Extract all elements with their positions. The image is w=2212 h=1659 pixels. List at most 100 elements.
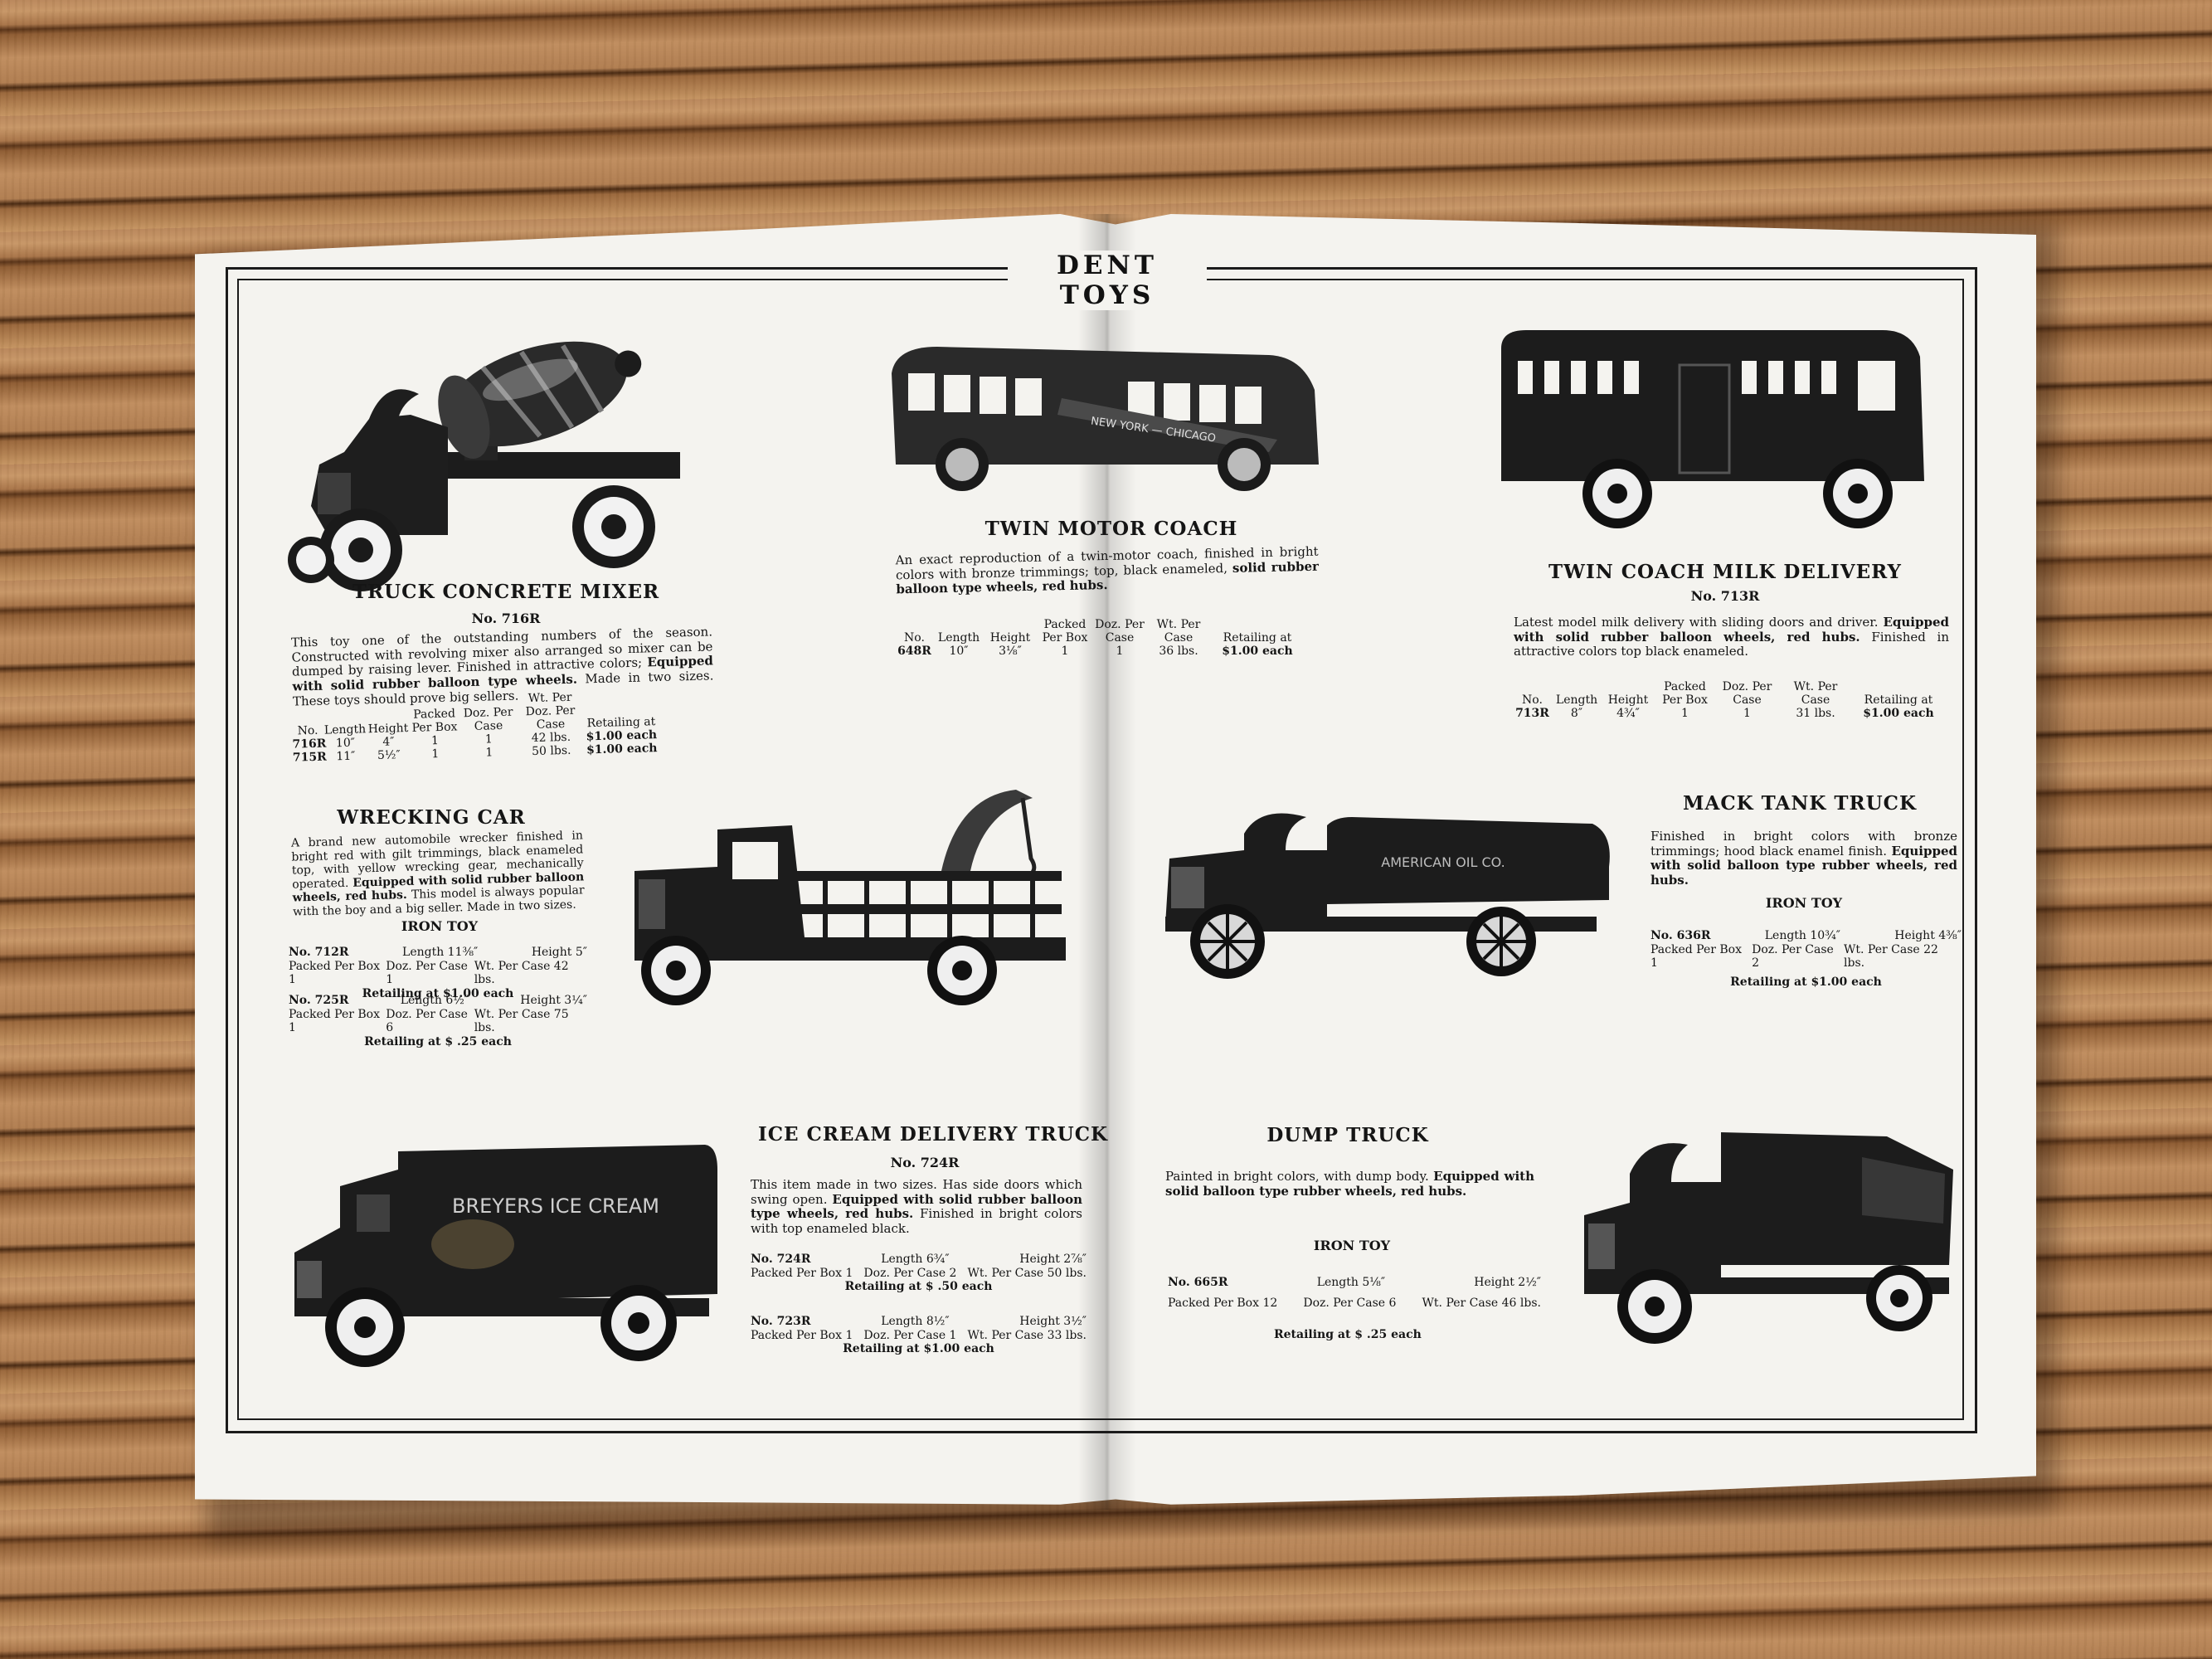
spec-height: Height 5″ (531, 946, 587, 959)
spec-retail: Retailing at $ .25 each (1274, 1328, 1422, 1342)
spec-box: Packed Per Box 1 (289, 1007, 380, 1035)
spec-header: Packed Per Box (411, 707, 458, 736)
spec-box: Packed Per Box 1 (1650, 942, 1742, 971)
spec-height: Height 2⅞″ (1019, 1253, 1087, 1266)
spec-cell: 648R (897, 645, 931, 659)
spec-cell: $1.00 each (1222, 645, 1293, 659)
ice-cream-description: This item made in two sizes. Has side do… (751, 1177, 1082, 1237)
spec-cell: $1.00 each (1863, 707, 1934, 721)
spec-header: Wt. Per Doz. Per Case (525, 690, 576, 732)
spec-cell: 1 (1116, 645, 1124, 659)
spec-cell: 4″ (382, 735, 395, 750)
spec-cell: 713R (1515, 707, 1549, 721)
milk-delivery-title: TWIN COACH MILK DELIVERY (1548, 561, 1902, 583)
catalog-header: DENT TOYS (1008, 251, 1207, 310)
spec-doz: Doz. Per Case 2 (1752, 942, 1834, 971)
concrete-mixer-spec-table: No. Length Height Packed Per Box Doz. Pe… (291, 687, 712, 765)
dump-truck-iron-toy: IRON TOY (1313, 1238, 1391, 1253)
spec-retail: Retailing at $ .50 each (844, 1280, 993, 1294)
dump-truck-description: Painted in bright colors, with dump body… (1165, 1169, 1534, 1199)
ice-cream-number: No. 724R (890, 1155, 960, 1170)
concrete-mixer-illustration (286, 328, 717, 601)
spec-header: No. (1522, 693, 1543, 708)
ice-cream-title: ICE CREAM DELIVERY TRUCK (757, 1123, 1109, 1146)
spec-doz: Doz. Per Case 6 (1303, 1296, 1397, 1310)
spec-cell: 10″ (949, 645, 969, 659)
ice-cream-spec-724r: No. 724R Length 6¾″ Height 2⅞″ Packed Pe… (751, 1253, 1087, 1294)
milk-delivery-spec-table: No. Length Height Packed Per Box Doz. Pe… (1514, 680, 1945, 720)
spec-header: Height (367, 722, 409, 737)
spec-box: Packed Per Box 1 (289, 959, 380, 987)
spec-weight: Wt. Per Case 46 lbs. (1422, 1296, 1541, 1310)
spec-retail: Retailing at $1.00 each (1730, 975, 1882, 989)
concrete-mixer-number: No. 716R (471, 611, 541, 626)
spec-cell: 1 (484, 732, 493, 747)
spec-header: No. (297, 723, 318, 738)
wrecking-car-title: WRECKING CAR (337, 806, 526, 829)
spec-length: Length 6¾″ (881, 1253, 950, 1266)
spec-cell: 1 (431, 747, 440, 761)
motor-coach-spec-table: No. Length Height Packed Per Box Doz. Pe… (896, 618, 1310, 658)
spec-doz: Doz. Per Case 6 (386, 1007, 468, 1035)
spec-cell: 1 (430, 734, 440, 748)
spec-header: Wt. Per Case (1793, 680, 1838, 708)
spec-retail: Retailing at $1.00 each (843, 1342, 994, 1356)
spec-weight: Wt. Per Case 50 lbs. (967, 1266, 1087, 1280)
milk-delivery-number: No. 713R (1690, 588, 1760, 604)
spec-height: Height 3½″ (1019, 1315, 1087, 1328)
tank-truck-illustration: AMERICAN OIL CO. (1161, 800, 1613, 987)
spec-cell: 715R (292, 750, 327, 765)
spec-doz: Doz. Per Case 1 (863, 1328, 957, 1342)
dump-truck-illustration (1580, 1124, 1962, 1352)
dump-truck-spec: No. 665R Length 5⅛″ Height 2½″ Packed Pe… (1168, 1276, 1541, 1342)
spec-cell: 4¾″ (1616, 707, 1640, 721)
spec-weight: Wt. Per Case 42 lbs. (474, 959, 569, 987)
spec-cell: 10″ (335, 736, 356, 751)
tank-truck-title: MACK TANK TRUCK (1683, 792, 1917, 815)
wrecking-car-iron-toy: IRON TOY (401, 918, 479, 934)
milk-delivery-description: Latest model milk delivery with sliding … (1514, 615, 1949, 659)
spec-no: No. 724R (751, 1253, 811, 1266)
wrecking-car-description: A brand new automobile wrecker finished … (290, 829, 585, 919)
spec-doz: Doz. Per Case 1 (386, 959, 468, 987)
spec-cell: 11″ (336, 749, 356, 764)
motor-coach-description: An exact reproduction of a twin-motor co… (895, 543, 1320, 597)
spec-cell: 8″ (1570, 707, 1583, 721)
spec-header: Length (323, 722, 367, 737)
spec-header: Height (1607, 693, 1649, 708)
spec-weight: Wt. Per Case 22 lbs. (1844, 942, 1938, 971)
spec-cell: 5½″ (377, 748, 401, 763)
spec-cell: $1.00 each (586, 742, 658, 757)
spec-length: Length 8½″ (881, 1315, 950, 1328)
spec-cell: 1 (1681, 707, 1689, 721)
spec-cell: 3⅛″ (999, 645, 1022, 659)
spec-cell: 1 (485, 746, 493, 760)
spec-length: Length 6½″ (400, 994, 469, 1007)
spec-retail: Retailing at $1.00 each (362, 986, 514, 1000)
spec-retail: Retailing at $ .25 each (364, 1034, 512, 1048)
spec-box: Packed Per Box 12 (1168, 1296, 1278, 1310)
spec-weight: Wt. Per Case 33 lbs. (967, 1328, 1087, 1342)
spec-header: No. (904, 631, 925, 645)
spec-header: Doz. Per Case (463, 705, 513, 734)
spec-cell: 36 lbs. (1159, 645, 1198, 659)
spec-no: No. 723R (751, 1315, 811, 1328)
spec-header: Height (989, 631, 1031, 645)
wrecking-car-illustration (626, 780, 1074, 1020)
spec-cell: 50 lbs. (531, 744, 571, 759)
spec-weight: Wt. Per Case 75 lbs. (474, 1007, 569, 1035)
spec-header: Packed Per Box (1662, 680, 1708, 708)
spec-doz: Doz. Per Case 2 (863, 1266, 957, 1280)
spec-box: Packed Per Box 1 (751, 1266, 853, 1280)
spec-no: No. 636R (1650, 929, 1711, 942)
spec-header: Wt. Per Case (1156, 618, 1201, 645)
spec-cell: 1 (1743, 707, 1751, 721)
dump-truck-title: DUMP TRUCK (1266, 1124, 1429, 1146)
spec-header: Packed Per Box (1042, 618, 1088, 645)
tank-truck-iron-toy: IRON TOY (1765, 895, 1843, 911)
spec-header: Doz. Per Case (1722, 680, 1772, 708)
motor-coach-illustration: NEW YORK — CHICAGO (879, 340, 1327, 498)
spec-height: Height 3¼″ (520, 994, 587, 1007)
spec-header: Retailing at (1223, 631, 1292, 645)
spec-header: Doz. Per Case (1095, 618, 1145, 645)
